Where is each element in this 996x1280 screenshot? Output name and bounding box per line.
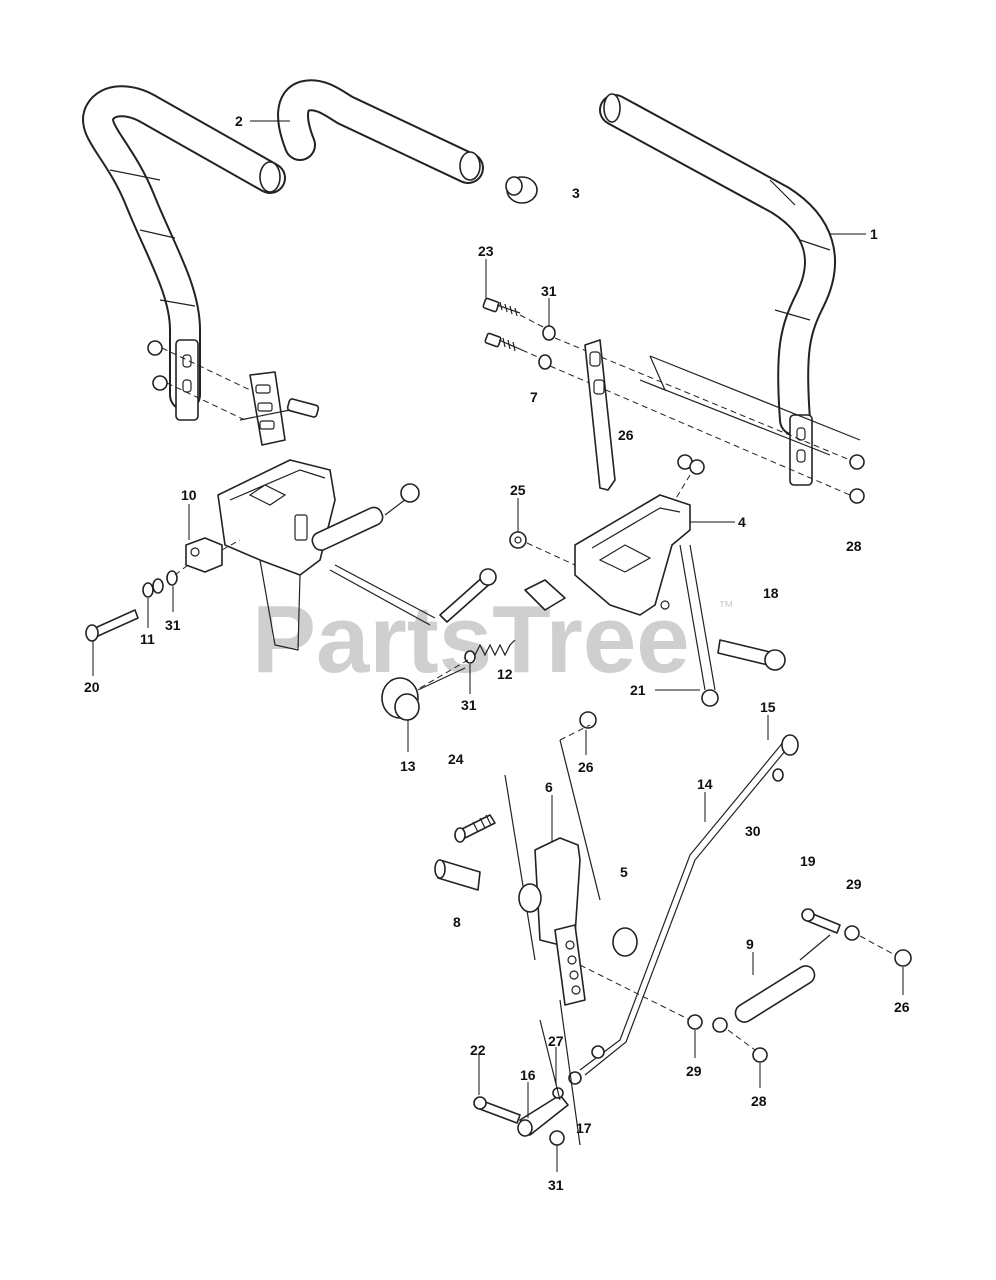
bolt-lower-right — [801, 908, 841, 934]
pedal-bracket-6 — [534, 837, 586, 1006]
nut-28-lower-mid — [752, 1047, 768, 1063]
callout-10: 10 — [181, 487, 197, 503]
nut-29-lower — [687, 1014, 703, 1030]
washer-7 — [538, 354, 552, 370]
nut-28-upper — [849, 454, 865, 470]
pivot-rod-21 — [679, 544, 719, 707]
callout-31-upper: 31 — [541, 283, 557, 299]
callout-18: 18 — [763, 585, 779, 601]
control-bracket-left — [217, 371, 336, 651]
callout-3: 3 — [572, 185, 580, 201]
callout-28-upper: 28 — [846, 538, 862, 554]
control-bracket-right — [574, 454, 705, 616]
nut-31-bottom — [549, 1130, 565, 1146]
callout-21: 21 — [630, 682, 646, 698]
callout-5: 5 — [620, 864, 628, 880]
callout-30: 30 — [745, 823, 761, 839]
watermark-trademark: ™ — [718, 599, 734, 616]
callout-26-middle: 26 — [578, 759, 594, 775]
callout-4: 4 — [738, 514, 746, 530]
bolt-20 — [85, 609, 139, 642]
callout-13: 13 — [400, 758, 416, 774]
callout-14: 14 — [697, 776, 713, 792]
washer-31-upper — [542, 325, 556, 341]
nut-26-middle — [579, 711, 597, 729]
callout-17: 17 — [576, 1120, 592, 1136]
callout-23: 23 — [478, 243, 494, 259]
callout-24: 24 — [448, 751, 464, 767]
callout-2: 2 — [235, 113, 243, 129]
callout-22: 22 — [470, 1042, 486, 1058]
handle-bar-right — [599, 93, 836, 486]
callout-27: 27 — [548, 1033, 564, 1049]
control-rod-14 — [568, 734, 799, 1085]
callout-25: 25 — [510, 482, 526, 498]
callout-19: 19 — [800, 853, 816, 869]
bolt-18 — [717, 639, 786, 671]
bolt-lower-center — [439, 568, 497, 623]
callout-26-upper: 26 — [618, 427, 634, 443]
bolt-23-upper — [482, 297, 521, 317]
bolt-24 — [454, 814, 496, 843]
callout-1: 1 — [870, 226, 878, 242]
callout-26-right: 26 — [894, 999, 910, 1015]
nut-26-right — [894, 949, 912, 967]
link-block — [524, 579, 566, 611]
callout-31-center: 31 — [461, 697, 477, 713]
spacer-8 — [434, 859, 542, 913]
callout-6: 6 — [545, 779, 553, 795]
nut-25 — [509, 531, 527, 549]
knob-13 — [381, 667, 466, 721]
callout-29-upper: 29 — [846, 876, 862, 892]
gas-spring-9 — [712, 925, 860, 1033]
bolt-22 — [473, 1096, 521, 1124]
bolt-23-lower — [484, 332, 523, 352]
washer-11 — [142, 578, 164, 598]
hex-nut-left-upper — [147, 340, 163, 356]
callout-11: 11 — [140, 631, 155, 647]
callout-9: 9 — [746, 936, 754, 952]
callout-31-bottom: 31 — [548, 1177, 564, 1193]
callout-16: 16 — [520, 1067, 536, 1083]
callout-7: 7 — [530, 389, 538, 405]
block-10 — [185, 537, 223, 573]
callout-29-lower: 29 — [686, 1063, 702, 1079]
callout-8: 8 — [453, 914, 461, 930]
callout-28-lower: 28 — [751, 1093, 767, 1109]
hex-nut-left-lower — [152, 375, 168, 391]
washer-31-left — [166, 570, 178, 586]
callout-20: 20 — [84, 679, 100, 695]
handle-bar-left — [82, 79, 484, 421]
link-16 — [517, 1094, 569, 1137]
bracket-26-upper — [584, 339, 616, 491]
gas-spring-left — [311, 483, 420, 551]
nut-28-lower — [849, 488, 865, 504]
callout-12: 12 — [497, 666, 513, 682]
bolt-through-bracket — [239, 398, 320, 421]
callout-31-left: 31 — [165, 617, 181, 633]
bushing-right — [612, 927, 638, 957]
callout-15: 15 — [760, 699, 776, 715]
tube-end-cap — [505, 176, 538, 204]
